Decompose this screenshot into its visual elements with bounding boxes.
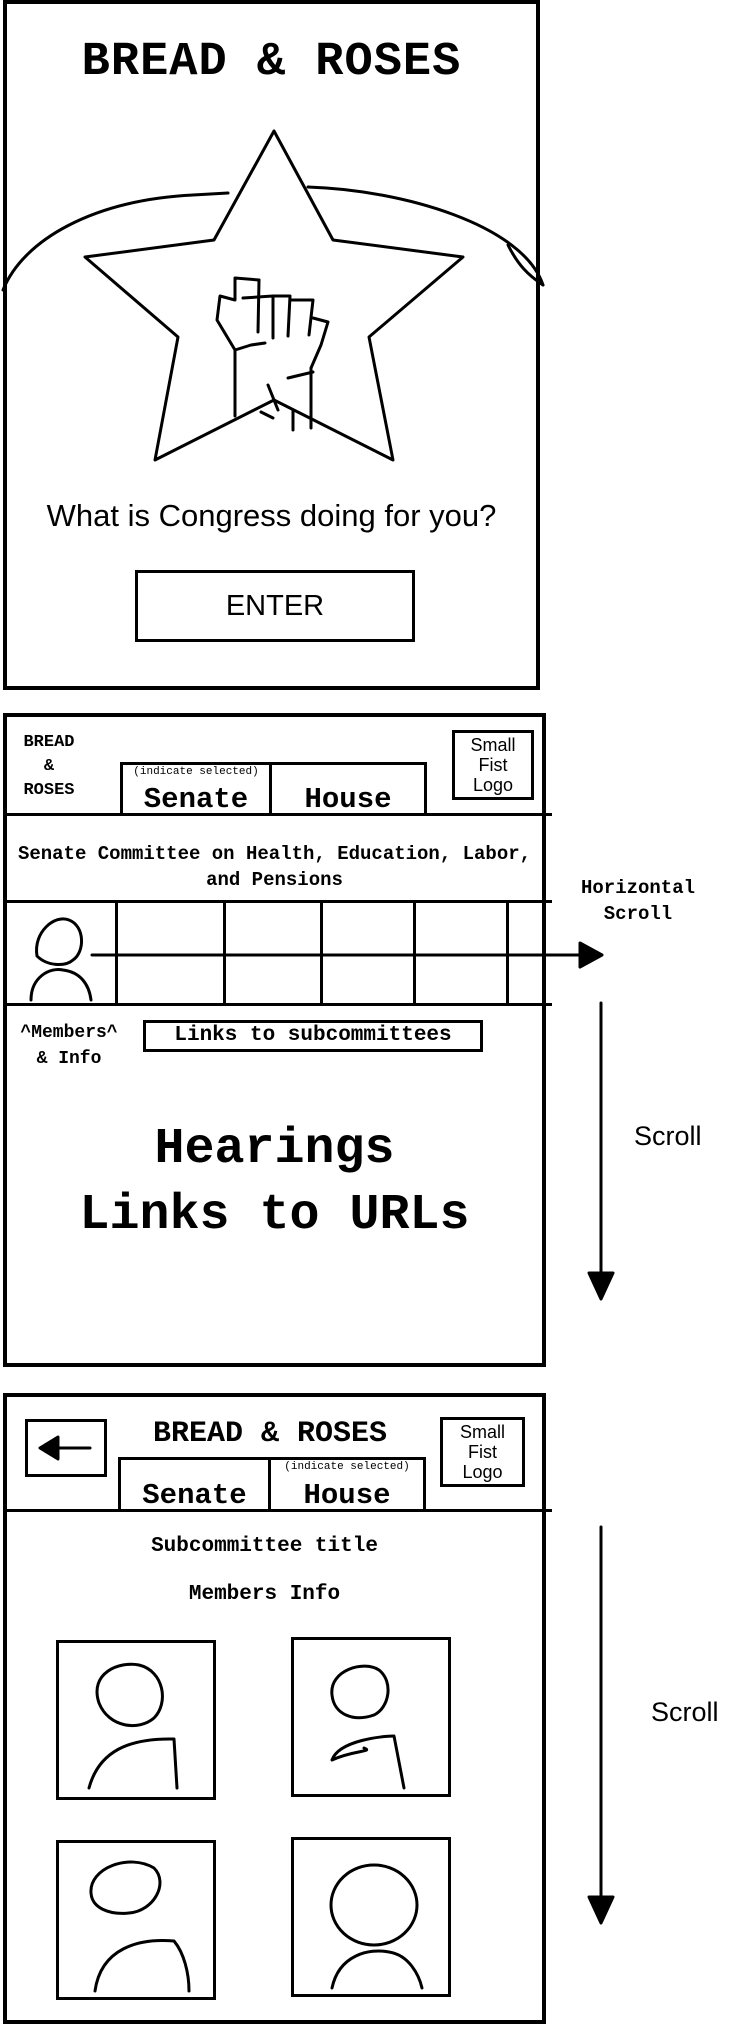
title-divider (3, 900, 552, 903)
welcome-title: BREAD & ROSES (81, 36, 462, 89)
person-icon (29, 917, 93, 1002)
horizontal-scroll-note: Horizontal Scroll (580, 877, 696, 925)
welcome-question: What is Congress doing for you? (46, 498, 497, 533)
strip-cell-divider (320, 900, 323, 1003)
scroll-note: Scroll (634, 1121, 702, 1151)
brand-line: BREAD (23, 733, 75, 752)
enter-button[interactable]: ENTER (135, 570, 415, 642)
member-card[interactable] (56, 1640, 216, 1800)
committee-screen: BREAD & ROSES (indicate selected) Senate… (3, 713, 552, 1367)
strip-cell-divider (413, 900, 416, 1003)
hearings-line: Hearings (154, 1121, 395, 1178)
brand-line: & (43, 757, 55, 776)
header-divider (3, 1509, 552, 1512)
back-button[interactable] (25, 1419, 107, 1477)
header-divider (3, 813, 552, 816)
person-icon (330, 1664, 406, 1790)
tab-house[interactable]: (indicate selected) House (268, 1457, 426, 1512)
selected-indicator: (indicate selected) (133, 766, 259, 778)
small-fist-logo: Small Fist Logo (440, 1417, 525, 1487)
strip-cell-divider (223, 900, 226, 1003)
person-icon (329, 1863, 424, 1990)
person-icon (87, 1662, 179, 1790)
scroll-note: Scroll (651, 1697, 719, 1727)
subcommittee-screen: BREAD & ROSES Senate (indicate selected)… (3, 1393, 552, 2024)
brand-line: ROSES (23, 781, 75, 800)
tab-senate-label: Senate (143, 783, 249, 816)
committee-title: Senate Committee on Health, Education, L… (17, 843, 532, 891)
small-fist-logo: Small Fist Logo (452, 730, 534, 800)
scroll-arrow-icon (587, 1525, 615, 1925)
tab-house-label: House (303, 1479, 391, 1512)
person-icon (89, 1860, 191, 1993)
tab-house[interactable]: House (269, 762, 427, 816)
brand-title: BREAD & ROSES (152, 1417, 388, 1451)
member-card[interactable] (291, 1637, 451, 1797)
horizontal-scroll-arrow-icon (90, 941, 604, 969)
tab-senate-label: Senate (142, 1479, 247, 1512)
tab-house-label: House (304, 783, 392, 816)
selected-indicator: (indicate selected) (284, 1461, 410, 1473)
arrow-left-icon (38, 1435, 92, 1461)
tab-senate[interactable]: Senate (118, 1457, 271, 1512)
member-card[interactable] (291, 1837, 451, 1997)
subcommittees-link[interactable]: Links to subcommittees (143, 1020, 483, 1052)
member-card[interactable] (56, 1840, 216, 2000)
star-fist-icon (1, 129, 545, 462)
hearings-links[interactable]: Hearings Links to URLs (7, 1117, 542, 1249)
members-info-heading: Members Info (188, 1583, 341, 1606)
brand-logo-text: BREAD & ROSES (19, 731, 79, 803)
strip-cell-divider (506, 900, 509, 1003)
subcommittee-title: Subcommittee title (151, 1535, 378, 1558)
strip-cell-divider (115, 900, 118, 1003)
tab-senate[interactable]: (indicate selected) Senate (120, 762, 272, 816)
scroll-arrow-icon (587, 1001, 615, 1301)
members-info-note: ^Members^ & Info (20, 1023, 118, 1069)
hearings-line: Links to URLs (79, 1187, 470, 1244)
welcome-screen: BREAD & ROSES What is Congress doing for… (1, 0, 545, 690)
strip-divider (3, 1003, 552, 1006)
member-strip[interactable] (7, 900, 546, 1003)
